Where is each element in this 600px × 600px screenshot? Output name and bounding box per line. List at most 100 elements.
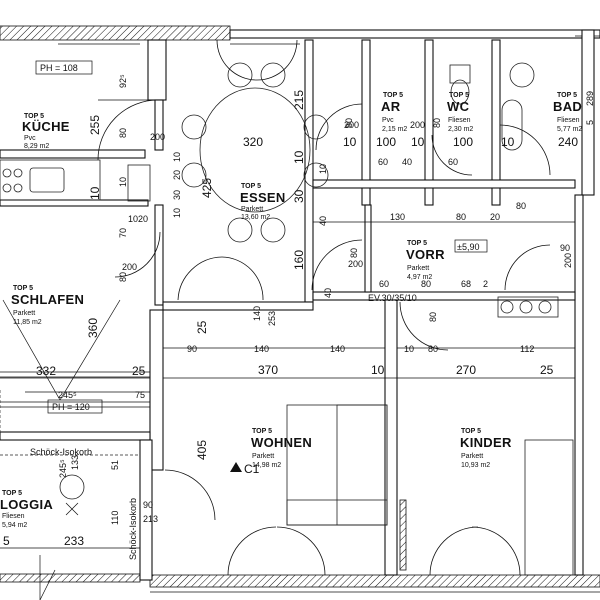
dimension-text: 10 xyxy=(343,135,357,149)
dimension-text: 10 xyxy=(404,344,414,354)
ev-label: EV.30/35/10 xyxy=(368,293,417,303)
dimension-text: 80 xyxy=(118,272,128,282)
ph-mid-box xyxy=(47,399,103,414)
dimension-text: 10 xyxy=(118,177,128,187)
burner-icon xyxy=(500,300,514,314)
chair-icon xyxy=(181,114,207,140)
room-top: TOP 5 xyxy=(461,428,481,435)
room-name: KINDER xyxy=(460,435,512,450)
room-floor: Parkett xyxy=(252,453,274,460)
hatched-column xyxy=(399,499,407,571)
dimension-text: 10 xyxy=(318,164,328,174)
dimension-text: 10 xyxy=(371,363,385,377)
dimension-text: 25 xyxy=(195,320,209,334)
room-top: TOP 5 xyxy=(557,92,577,99)
dimension-text: 10 xyxy=(411,135,425,149)
room-labels: TOP 5 KÜCHE Pvc 8,29 m2 TOP 5 ESSEN Park… xyxy=(0,92,582,529)
dimension-text: 140 xyxy=(252,306,262,321)
wall-kueche-essen xyxy=(147,39,167,101)
room-area: 2,30 m2 xyxy=(448,126,473,133)
stove-burner-icon xyxy=(2,168,12,178)
wall-vorr-bottom xyxy=(312,291,576,301)
dimension-text: 80 xyxy=(428,344,438,354)
washbasin xyxy=(509,62,535,88)
dimension-text: 70 xyxy=(118,228,128,238)
dimension-text: 68 xyxy=(461,279,471,289)
door-wohnen-bottom xyxy=(227,526,277,576)
wall-kueche-essen-2 xyxy=(154,99,164,151)
dimension-text: 20 xyxy=(172,170,182,180)
room-kinder: TOP 5 KINDER Parkett 10,93 m2 xyxy=(460,428,512,469)
dimension-text: 40 xyxy=(402,157,412,167)
dimension-text: 370 xyxy=(258,363,278,377)
room-name: LOGGIA xyxy=(0,497,53,512)
room-area: 14,98 m2 xyxy=(252,462,281,469)
stove-burner-icon xyxy=(2,183,12,193)
chair-icon xyxy=(227,217,253,243)
dimension-text: 80 xyxy=(344,118,354,128)
door-kinder xyxy=(399,301,449,351)
dimension-text: 130 xyxy=(390,212,405,222)
section-label: C1 xyxy=(244,462,260,476)
exterior-wall-bottom xyxy=(149,574,600,588)
dimension-text: 200 xyxy=(122,262,137,272)
dimension-text: 80 xyxy=(516,201,526,211)
dimension-text: 80 xyxy=(349,248,359,258)
door-vorr-essen xyxy=(311,239,363,291)
dimension-text: 10 xyxy=(172,208,182,218)
dimension-text: 110 xyxy=(110,511,120,525)
level-box xyxy=(454,239,488,253)
door-wc xyxy=(431,134,473,176)
ph-top-label: PH = 108 xyxy=(40,63,78,73)
room-schlafen: TOP 5 SCHLAFEN Parkett 11,85 m2 xyxy=(11,285,84,326)
dimension-text: 245⁵ xyxy=(58,390,77,400)
dimension-text: 215 xyxy=(292,90,306,110)
room-floor: Parkett xyxy=(241,206,263,213)
dimension-text: 92⁵ xyxy=(118,74,128,88)
dimension-text: 90 xyxy=(143,500,153,510)
dimension-text: 40 xyxy=(323,288,333,298)
exterior-wall-right-lower xyxy=(574,194,584,576)
door-kinder-bottom xyxy=(429,526,479,576)
dimension-text: 360 xyxy=(86,318,100,338)
room-name: WOHNEN xyxy=(251,435,312,450)
dimension-text: 40 xyxy=(318,216,328,226)
room-floor: Parkett xyxy=(407,265,429,272)
furniture xyxy=(0,62,574,576)
door-window-essen-2 xyxy=(256,39,298,81)
dimension-text: 75 xyxy=(135,390,145,400)
room-vorr: TOP 5 VORR Parkett 4,97 m2 xyxy=(406,240,445,281)
wall-vorr-left xyxy=(364,204,372,293)
dimension-text: 200 xyxy=(563,253,573,268)
room-floor: Fliesen xyxy=(448,117,471,124)
door-wohnen-bottom-2 xyxy=(276,526,326,576)
dimension-text: 200 xyxy=(410,120,425,130)
dimension-text: 30 xyxy=(172,190,182,200)
sofa-back xyxy=(336,404,388,526)
dimension-text: 245⁵ xyxy=(58,459,68,478)
dimension-text: 80 xyxy=(428,312,438,322)
dimension-text: 10 xyxy=(88,186,102,200)
burner-icon xyxy=(538,300,552,314)
room-name: AR xyxy=(381,99,401,114)
ph-mid-label: PH = 120 xyxy=(52,402,90,412)
dimension-lines xyxy=(0,221,575,600)
room-area: 5,94 m2 xyxy=(2,522,27,529)
room-name: KÜCHE xyxy=(22,119,70,134)
room-top: TOP 5 xyxy=(13,285,33,292)
door-schlafen xyxy=(114,231,161,278)
wardrobe xyxy=(524,439,574,576)
chair-icon xyxy=(303,114,329,140)
room-top: TOP 5 xyxy=(2,490,22,497)
room-ar: TOP 5 AR Pvc 2,15 m2 xyxy=(381,92,407,133)
dimension-text: 80 xyxy=(456,212,466,222)
dimension-text: 80 xyxy=(421,279,431,289)
kitchen-sink xyxy=(29,167,65,193)
dimension-text: 5 xyxy=(585,120,595,125)
room-name: SCHLAFEN xyxy=(11,292,84,307)
dimension-text: 90 xyxy=(560,243,570,253)
dimension-text: 60 xyxy=(379,279,389,289)
dimension-text: 200 xyxy=(344,120,359,130)
chair-icon xyxy=(227,62,253,88)
